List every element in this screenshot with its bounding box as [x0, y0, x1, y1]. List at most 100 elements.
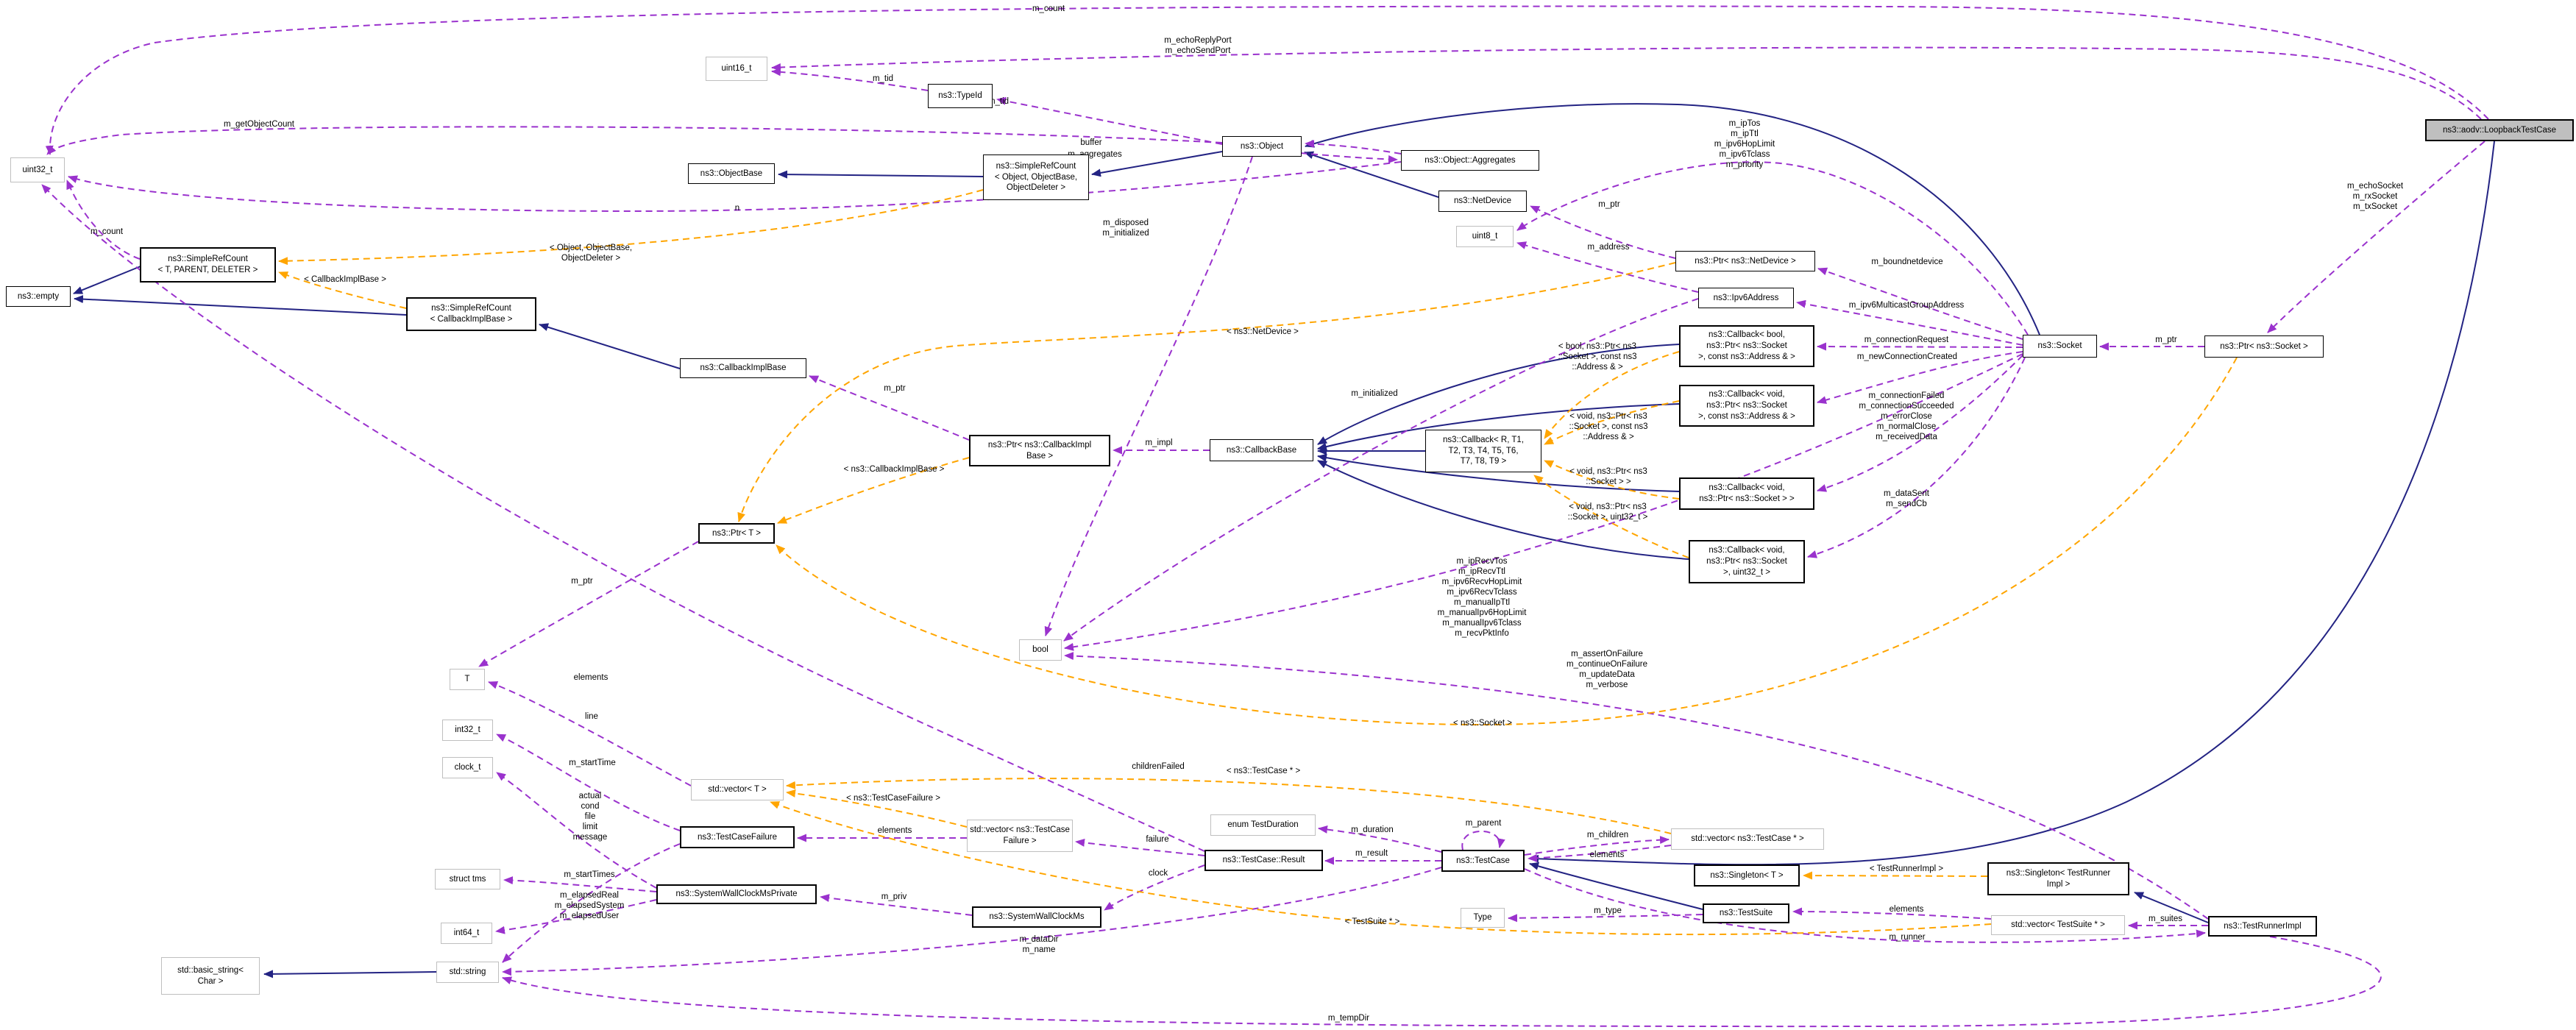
node-result-label: ns3::TestCase::Result	[1222, 856, 1305, 865]
node-object[interactable]: ns3::Object	[1222, 136, 1302, 157]
edge-tcfailure-to-std_string	[502, 843, 681, 963]
edge-label-m-count-top-line: m_count	[1032, 4, 1065, 13]
edge-label-m-duration-line: m_duration	[1351, 825, 1394, 834]
node-vector_t: std::vector< T >	[691, 779, 784, 800]
node-singleton_t[interactable]: ns3::Singleton< T >	[1694, 864, 1800, 887]
edge-label-failure-label-line: failure	[1146, 835, 1169, 844]
edge-label-ip-recv-group-line: m_ipRecvTtl	[1458, 567, 1505, 577]
edge-label-tmpl-cb-void-addr-line: ::Socket >, const ns3	[1569, 422, 1648, 432]
edge-label-m-boundnetdevice-line: m_boundnetdevice	[1871, 258, 1943, 266]
node-tms: struct tms	[435, 869, 500, 889]
node-loopback-label: ns3::aodv::LoopbackTestCase	[2442, 125, 2557, 135]
edge-label-tmpl-cb-void-addr-line: ::Address & >	[1583, 433, 1634, 442]
edge-cb_bool-to-cb_r	[1544, 351, 1680, 439]
edge-label-assert-group-line: m_verbose	[1586, 681, 1628, 690]
node-cb_void_u32[interactable]: ns3::Callback< void,ns3::Ptr< ns3::Socke…	[1689, 540, 1805, 583]
edge-cb_bool-to-callbackbase	[1317, 344, 1680, 445]
node-type_box: Type	[1461, 908, 1505, 928]
edge-label-failure-fields-line: message	[572, 833, 608, 842]
edge-label-m-count-left: m_count	[91, 227, 123, 237]
edge-label-ip-tos-group-line: m_ipTtl	[1731, 129, 1759, 139]
node-tms-label: struct tms	[449, 874, 486, 884]
node-cb_bool[interactable]: ns3::Callback< bool,ns3::Ptr< ns3::Socke…	[1679, 325, 1814, 367]
edge-socket-to-bool	[1064, 353, 2023, 651]
edge-testcase-to-testrunnerimpl	[1524, 868, 2206, 943]
edge-socket-to-cb_void_sock	[1817, 355, 2023, 492]
edge-socket-to-object	[1305, 103, 2040, 335]
edge-aggregates-to-uint32_t	[68, 161, 1402, 213]
node-srf_cib-label: < CallbackImplBase >	[430, 315, 513, 324]
edge-vector_ts-to-vector_t	[770, 801, 1992, 936]
edge-vector_t-to-T	[488, 681, 692, 786]
edge-label-ip-tos-group-line: m_ipv6HopLimit	[1714, 140, 1775, 149]
edge-label-elapsed-group-line: m_elapsedUser	[559, 912, 620, 921]
node-empty[interactable]: ns3::empty	[6, 286, 71, 307]
edge-label-m-datasent-line: m_sendCb	[1886, 500, 1927, 509]
node-cib[interactable]: ns3::CallbackImplBase	[680, 358, 806, 378]
edge-label-connection-group-line: m_receivedData	[1876, 433, 1937, 442]
node-ptr_t[interactable]: ns3::Ptr< T >	[698, 523, 775, 544]
node-srf_obj[interactable]: ns3::SimpleRefCount< Object, ObjectBase,…	[983, 154, 1089, 200]
node-objectbase[interactable]: ns3::ObjectBase	[688, 163, 775, 184]
edge-socket-to-cb_void_addr	[1817, 351, 2023, 405]
node-socket[interactable]: ns3::Socket	[2023, 335, 2097, 358]
node-srf_tpd[interactable]: ns3::SimpleRefCount< T, PARENT, DELETER …	[140, 247, 276, 283]
node-testsuite[interactable]: ns3::TestSuite	[1703, 903, 1789, 923]
node-callbackbase[interactable]: ns3::CallbackBase	[1210, 439, 1313, 461]
edge-result-to-swcm	[1104, 864, 1205, 911]
node-objectbase-label: ns3::ObjectBase	[700, 168, 763, 178]
node-typeid[interactable]: ns3::TypeId	[928, 84, 993, 108]
edge-testsuite-to-testcase	[1529, 862, 1703, 910]
node-aggregates[interactable]: ns3::Object::Aggregates	[1401, 150, 1539, 171]
node-aggregates-label: ns3::Object::Aggregates	[1424, 155, 1516, 165]
node-basic_string: std::basic_string<Char >	[161, 957, 260, 995]
node-swcmp[interactable]: ns3::SystemWallClockMsPrivate	[656, 884, 817, 904]
edge-label-m-datadir-line: m_dataDir	[1019, 935, 1059, 944]
edge-cb_void_u32-to-cb_r	[1533, 475, 1689, 558]
edge-srf_tpd-to-empty	[73, 266, 141, 294]
node-swcm[interactable]: ns3::SystemWallClockMs	[972, 906, 1101, 928]
edge-cb_void_addr-to-callbackbase	[1317, 403, 1680, 451]
edge-loopback-to-uint16_t	[771, 46, 2482, 120]
edge-label-childrenfailed-line: childrenFailed	[1132, 762, 1185, 771]
edge-label-tmpl-cb-void-sock-line: ::Socket > >	[1586, 477, 1631, 487]
edge-label-m-impl-line: m_impl	[1145, 438, 1173, 447]
node-ptr_socket[interactable]: ns3::Ptr< ns3::Socket >	[2204, 335, 2324, 358]
edge-srf_cib-to-empty	[74, 295, 407, 316]
node-testcase[interactable]: ns3::TestCase	[1441, 850, 1525, 872]
edge-label-tmpl-netdevice: < ns3::NetDevice >	[1227, 327, 1299, 337]
edge-label-m-initialized: m_initialized	[1351, 388, 1397, 399]
edge-label-m-suites-line: m_suites	[2148, 914, 2183, 923]
edge-label-failure-fields-line: file	[584, 812, 596, 822]
node-tcfailure[interactable]: ns3::TestCaseFailure	[680, 826, 795, 848]
node-cb_r[interactable]: ns3::Callback< R, T1,T2, T3, T4, T5, T6,…	[1425, 430, 1541, 472]
node-ptr_netdevice[interactable]: ns3::Ptr< ns3::NetDevice >	[1675, 251, 1815, 271]
edge-label-line-label: line	[585, 711, 598, 722]
node-vector_tc-label: std::vector< ns3::TestCase * >	[1691, 834, 1804, 844]
node-testduration: enum TestDuration	[1210, 814, 1316, 836]
edge-srf_cib-to-srf_tpd	[278, 271, 407, 309]
edge-swcm-to-swcmp	[820, 894, 973, 916]
node-cb_void_sock[interactable]: ns3::Callback< void,ns3::Ptr< ns3::Socke…	[1679, 477, 1814, 510]
node-basic_string-label: Char >	[197, 976, 224, 986]
node-cb_void_addr[interactable]: ns3::Callback< void,ns3::Ptr< ns3::Socke…	[1679, 385, 1814, 427]
edge-ipv6address-to-uint8_t	[1516, 241, 1699, 293]
edge-label-line-label-line: line	[585, 712, 598, 721]
node-srf_cib[interactable]: ns3::SimpleRefCount< CallbackImplBase >	[406, 297, 536, 331]
edge-netdevice-to-object	[1304, 151, 1439, 198]
node-testrunnerimpl[interactable]: ns3::TestRunnerImpl	[2208, 916, 2317, 937]
node-int32_t-label: int32_t	[455, 725, 480, 735]
edge-label-m-disposed-line: m_disposed	[1102, 219, 1149, 227]
node-result[interactable]: ns3::TestCase::Result	[1204, 850, 1323, 871]
node-ipv6address[interactable]: ns3::Ipv6Address	[1698, 288, 1794, 308]
edge-label-tmpl-cib-ptr: < ns3::CallbackImplBase >	[844, 464, 945, 475]
edge-swcmp-to-tms	[503, 876, 657, 892]
edge-label-tmpl-cb-void-addr: < void, ns3::Ptr< ns3::Socket >, const n…	[1569, 411, 1647, 442]
node-netdevice[interactable]: ns3::NetDevice	[1438, 191, 1527, 212]
edge-cib-to-srf_cib	[539, 323, 681, 369]
